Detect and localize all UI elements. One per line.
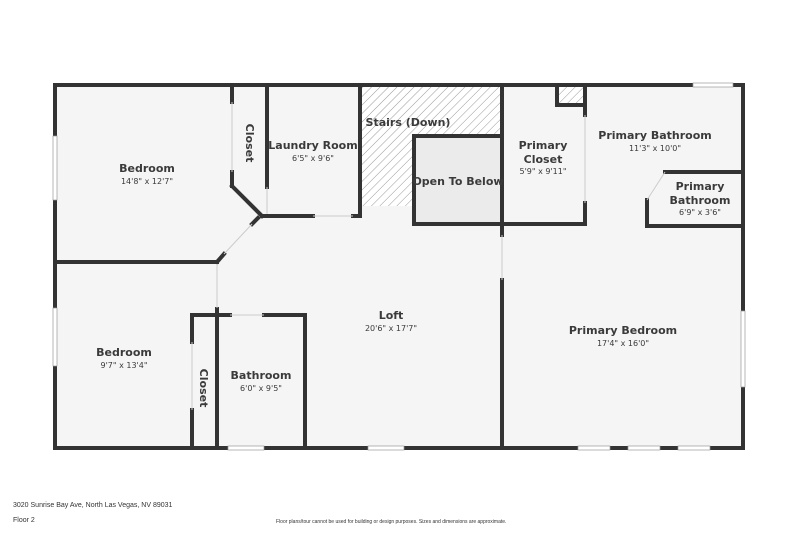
room-label: Bedroom xyxy=(96,346,152,359)
room-dims: 6'5" x 9'6" xyxy=(292,154,334,163)
room-label: Primary Bedroom xyxy=(569,324,677,337)
room-dims: 9'7" x 13'4" xyxy=(100,361,147,370)
room-label: Bathroom xyxy=(231,369,292,382)
room-closet-1: Closet xyxy=(243,124,256,163)
room-label: Loft xyxy=(379,309,404,322)
doors xyxy=(191,102,666,410)
room-bathroom: Bathroom 6'0" x 9'5" xyxy=(231,369,292,393)
room-dims: 14'8" x 12'7" xyxy=(121,177,173,186)
room-closet-2: Closet xyxy=(197,369,210,408)
room-label: Laundry Room xyxy=(268,139,357,152)
room-open-to-below: Open To Below xyxy=(412,175,503,188)
room-label-line2: Bathroom xyxy=(670,194,731,207)
room-dims: 6'0" x 9'5" xyxy=(240,384,282,393)
disclaimer: Floor plans/tour cannot be used for buil… xyxy=(276,519,507,525)
room-bedroom-2: Bedroom 9'7" x 13'4" xyxy=(96,346,152,370)
open-to-below-area xyxy=(414,136,502,224)
room-label: Closet xyxy=(197,369,210,408)
room-primary-bathroom-2: Primary Bathroom 6'9" x 3'6" xyxy=(670,180,731,217)
room-label: Closet xyxy=(243,124,256,163)
room-primary-bathroom: Primary Bathroom 11'3" x 10'0" xyxy=(598,129,711,153)
room-primary-closet: Primary Closet 5'9" x 9'11" xyxy=(519,139,568,176)
room-label: Bedroom xyxy=(119,162,175,175)
room-label: Open To Below xyxy=(412,175,503,188)
room-label: Stairs (Down) xyxy=(366,116,451,129)
room-dims: 17'4" x 16'0" xyxy=(597,339,649,348)
room-bedroom-1: Bedroom 14'8" x 12'7" xyxy=(119,162,175,186)
property-address: 3020 Sunrise Bay Ave, North Las Vegas, N… xyxy=(13,502,173,509)
floor-label: Floor 2 xyxy=(13,517,35,524)
room-loft: Loft 20'6" x 17'7" xyxy=(365,309,417,333)
room-label: Primary Bathroom xyxy=(598,129,711,142)
room-dims: 11'3" x 10'0" xyxy=(629,144,681,153)
room-label-line2: Closet xyxy=(524,153,563,166)
room-dims: 20'6" x 17'7" xyxy=(365,324,417,333)
small-shaft xyxy=(557,86,585,105)
room-dims: 6'9" x 3'6" xyxy=(679,208,721,217)
room-label-line1: Primary xyxy=(519,139,568,152)
room-label-line1: Primary xyxy=(676,180,725,193)
room-stairs: Stairs (Down) xyxy=(366,116,451,129)
room-dims: 5'9" x 9'11" xyxy=(519,167,566,176)
room-laundry: Laundry Room 6'5" x 9'6" xyxy=(268,139,357,163)
room-primary-bedroom: Primary Bedroom 17'4" x 16'0" xyxy=(569,324,677,348)
windows xyxy=(52,82,746,451)
